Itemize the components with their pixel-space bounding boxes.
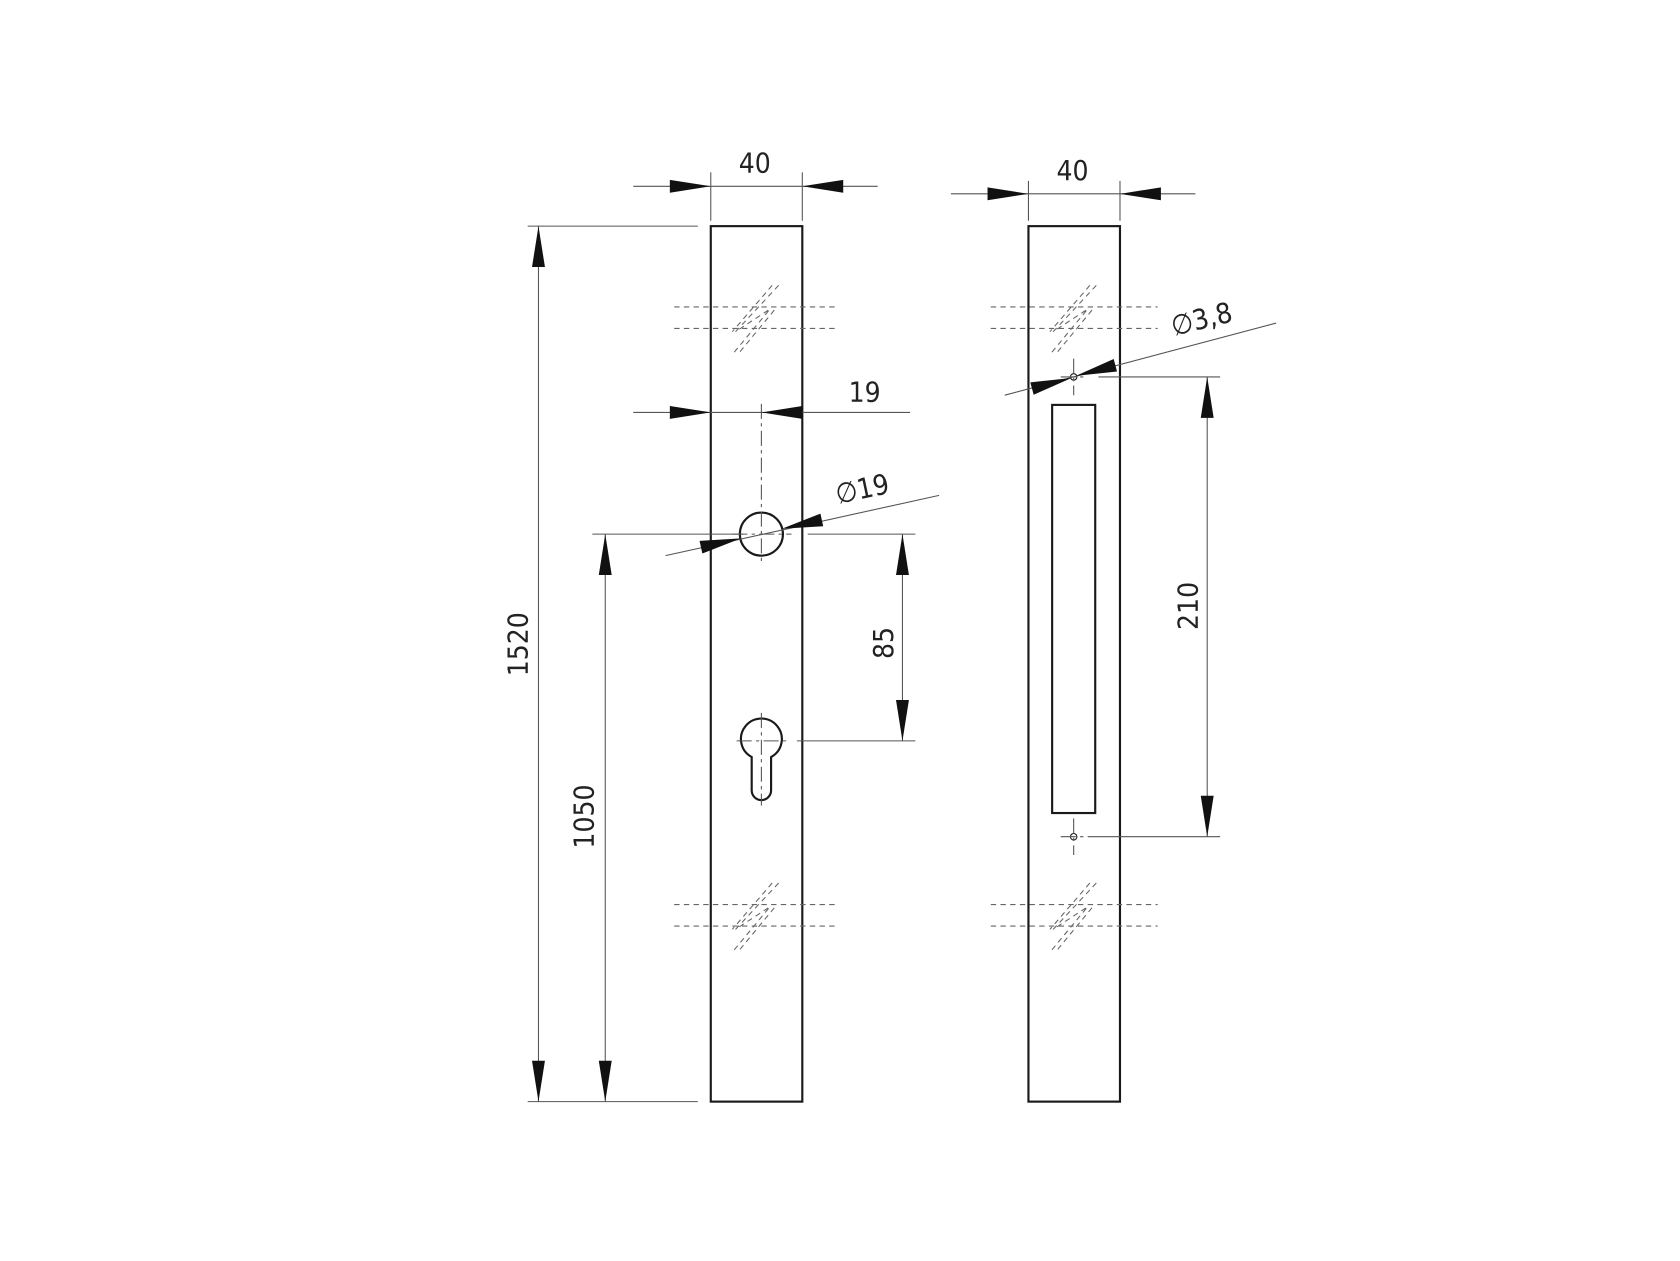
grip-slot (1051, 403, 1097, 815)
dimension-text: 85 (867, 627, 900, 659)
dimension-text: 40 (1056, 154, 1088, 187)
break-mark-top-right (990, 285, 1158, 354)
screw-hole-bottom (1060, 818, 1088, 856)
dimension-width-left: 40 (633, 146, 878, 221)
break-mark-bottom-left (674, 882, 838, 952)
dimension-hole-offset: 19 (633, 376, 910, 419)
dimension-text: ∅19 (832, 467, 892, 510)
dimension-handle-height: 1050 (567, 533, 744, 1102)
break-mark-bottom-right (990, 882, 1158, 952)
dimension-text: 40 (739, 146, 771, 179)
left-bar-view: 40 1520 1050 19 (502, 146, 940, 1103)
dimension-cylinder-distance: 85 (796, 533, 916, 742)
dimension-text: 210 (1172, 582, 1205, 630)
dimension-text: ∅3,8 (1168, 296, 1236, 343)
dimension-text: 1050 (567, 785, 600, 849)
right-bar-view: 40 ∅3,8 210 (950, 154, 1277, 1103)
dimension-total-height: 1520 (502, 225, 698, 1103)
dimension-text: 19 (849, 376, 881, 409)
dimension-text: 1520 (502, 612, 535, 676)
handle-hole (732, 403, 792, 563)
dimension-screw-hole-diameter: ∅3,8 (1004, 296, 1277, 396)
dimension-width-right: 40 (950, 154, 1196, 221)
cylinder-cutout (736, 712, 787, 806)
break-mark-top-left (674, 285, 838, 354)
right-bar-outline (1027, 225, 1122, 1103)
dimension-hole-spacing: 210 (1087, 376, 1221, 838)
left-bar-outline (709, 225, 804, 1103)
